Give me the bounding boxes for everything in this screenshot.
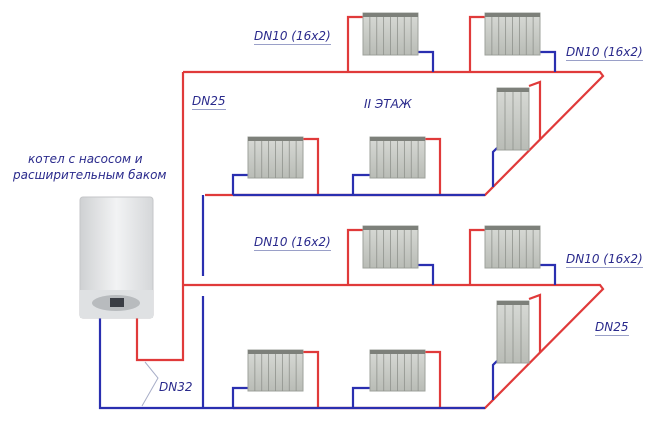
radiator-lower-vertical xyxy=(496,300,530,364)
supply-branch xyxy=(346,228,363,285)
return-branch xyxy=(231,173,248,195)
pipe-label-mid-right: DN10 (16x2) xyxy=(566,252,643,268)
radiator-lower-3 xyxy=(247,349,304,392)
supply-branch xyxy=(528,293,542,353)
supply-branch xyxy=(425,350,442,408)
supply-branch xyxy=(468,15,485,72)
return-branch xyxy=(540,50,557,72)
boiler xyxy=(79,196,154,319)
radiator-upper-2 xyxy=(484,12,541,56)
pipe-label-riser: DN25 xyxy=(192,94,226,110)
supply-branch xyxy=(425,137,442,195)
supply-branch xyxy=(346,15,363,72)
boiler-label-line1: котел с насосом и xyxy=(28,152,143,166)
return-main-boiler xyxy=(98,318,235,410)
radiator-upper-vertical xyxy=(496,87,530,151)
supply-branch xyxy=(303,137,320,195)
pipe-label-mid-left: DN10 (16x2) xyxy=(254,235,331,251)
return-branch xyxy=(231,386,248,408)
return-branch xyxy=(351,173,370,195)
radiator-lower-1 xyxy=(362,225,419,269)
radiator-upper-4 xyxy=(369,136,426,179)
boiler-label-line2: расширительным баком xyxy=(13,168,167,182)
radiator-upper-3 xyxy=(247,136,304,179)
return-branch xyxy=(418,50,435,72)
supply-branch xyxy=(528,80,542,140)
supply-branch xyxy=(468,228,485,285)
pipe-label-top-left: DN10 (16x2) xyxy=(254,29,331,45)
return-branch xyxy=(351,386,370,408)
supply-riser xyxy=(135,72,185,362)
pipe-label-top-right: DN10 (16x2) xyxy=(566,45,643,61)
return-branch xyxy=(418,263,435,285)
return-branch xyxy=(491,360,498,400)
boiler-display xyxy=(110,298,124,307)
radiator-upper-1 xyxy=(362,12,419,56)
dn32-leader-line xyxy=(141,361,159,407)
return-branch xyxy=(491,147,498,187)
pipe-label-boiler-main: DN32 xyxy=(159,380,193,394)
return-branch xyxy=(540,263,557,285)
floor-label: II ЭТАЖ xyxy=(364,97,412,111)
pipe-label-lower-main: DN25 xyxy=(595,320,629,336)
radiator-lower-4 xyxy=(369,349,426,392)
supply-branch xyxy=(303,350,320,408)
radiator-lower-2 xyxy=(484,225,541,269)
